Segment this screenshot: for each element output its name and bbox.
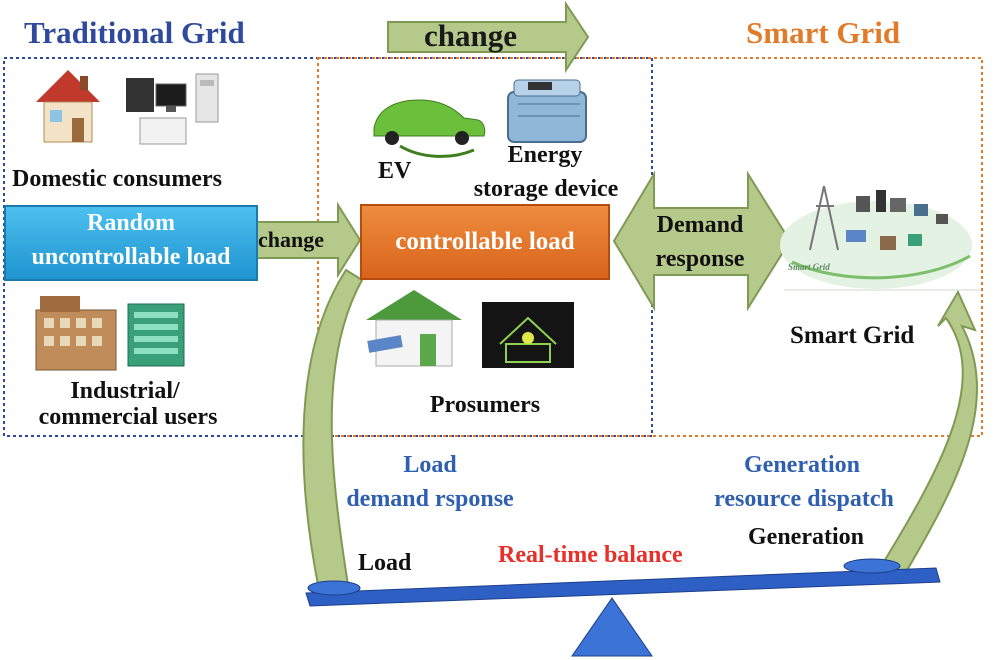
computer-appliances-icon — [126, 73, 219, 145]
top-change-label: change — [424, 18, 517, 53]
real-time-balance-label: Real-time balance — [498, 542, 683, 568]
load-curve-arrow — [302, 268, 364, 586]
demand-response-label-line1: Demand — [656, 212, 744, 238]
smart-grid-frame — [317, 57, 983, 437]
smart-grid-image-caption: Smart Grid — [788, 262, 830, 272]
generation-pad — [843, 558, 901, 574]
load-label: Load — [358, 550, 412, 576]
smart-grid-label: Smart Grid — [790, 322, 915, 349]
smart-grid-title: Smart Grid — [746, 15, 901, 50]
ev-car-icon — [373, 99, 486, 158]
domestic-consumers-label: Domestic consumers — [12, 166, 222, 192]
solar-house-icon — [366, 290, 462, 367]
smart-home-icon — [482, 302, 574, 368]
energy-storage-label-line2: storage device — [473, 176, 619, 202]
traditional-grid-title: Traditional Grid — [24, 15, 245, 50]
controllable-load-label: controllable load — [395, 228, 575, 255]
balance-beam — [305, 567, 941, 607]
top-change-arrow — [387, 0, 590, 74]
industrial-label-line1: Industrial/ — [70, 378, 180, 404]
industrial-label-line2: commercial users — [38, 404, 218, 430]
demand-response-label-line2: response — [655, 246, 745, 272]
fulcrum — [571, 597, 653, 657]
random-uncontrollable-load-box — [4, 205, 258, 281]
demand-response-arrow — [612, 170, 792, 312]
generation-dispatch-line1: Generation — [744, 452, 860, 478]
generation-curve-arrow — [878, 289, 978, 574]
middle-change-arrow — [249, 201, 362, 279]
house-icon — [36, 70, 100, 143]
factory-icon — [35, 296, 117, 371]
smart-grid-icon — [780, 185, 980, 291]
ev-label: EV — [378, 158, 412, 184]
random-load-label-line2: uncontrollable load — [31, 244, 231, 270]
prosumers-label: Prosumers — [429, 392, 541, 418]
generation-dispatch-line2: resource dispatch — [714, 486, 894, 512]
random-load-label-line1: Random — [86, 210, 176, 236]
load-pad — [307, 580, 361, 596]
energy-storage-label-line1: Energy — [507, 142, 583, 168]
generation-label: Generation — [748, 524, 864, 550]
middle-change-label: change — [258, 227, 324, 252]
load-demand-response-line2: demand rsponse — [346, 486, 514, 512]
load-demand-response-line1: Load — [403, 452, 457, 478]
controllable-load-box — [360, 204, 610, 280]
battery-icon — [507, 79, 587, 143]
office-building-icon — [127, 303, 185, 367]
